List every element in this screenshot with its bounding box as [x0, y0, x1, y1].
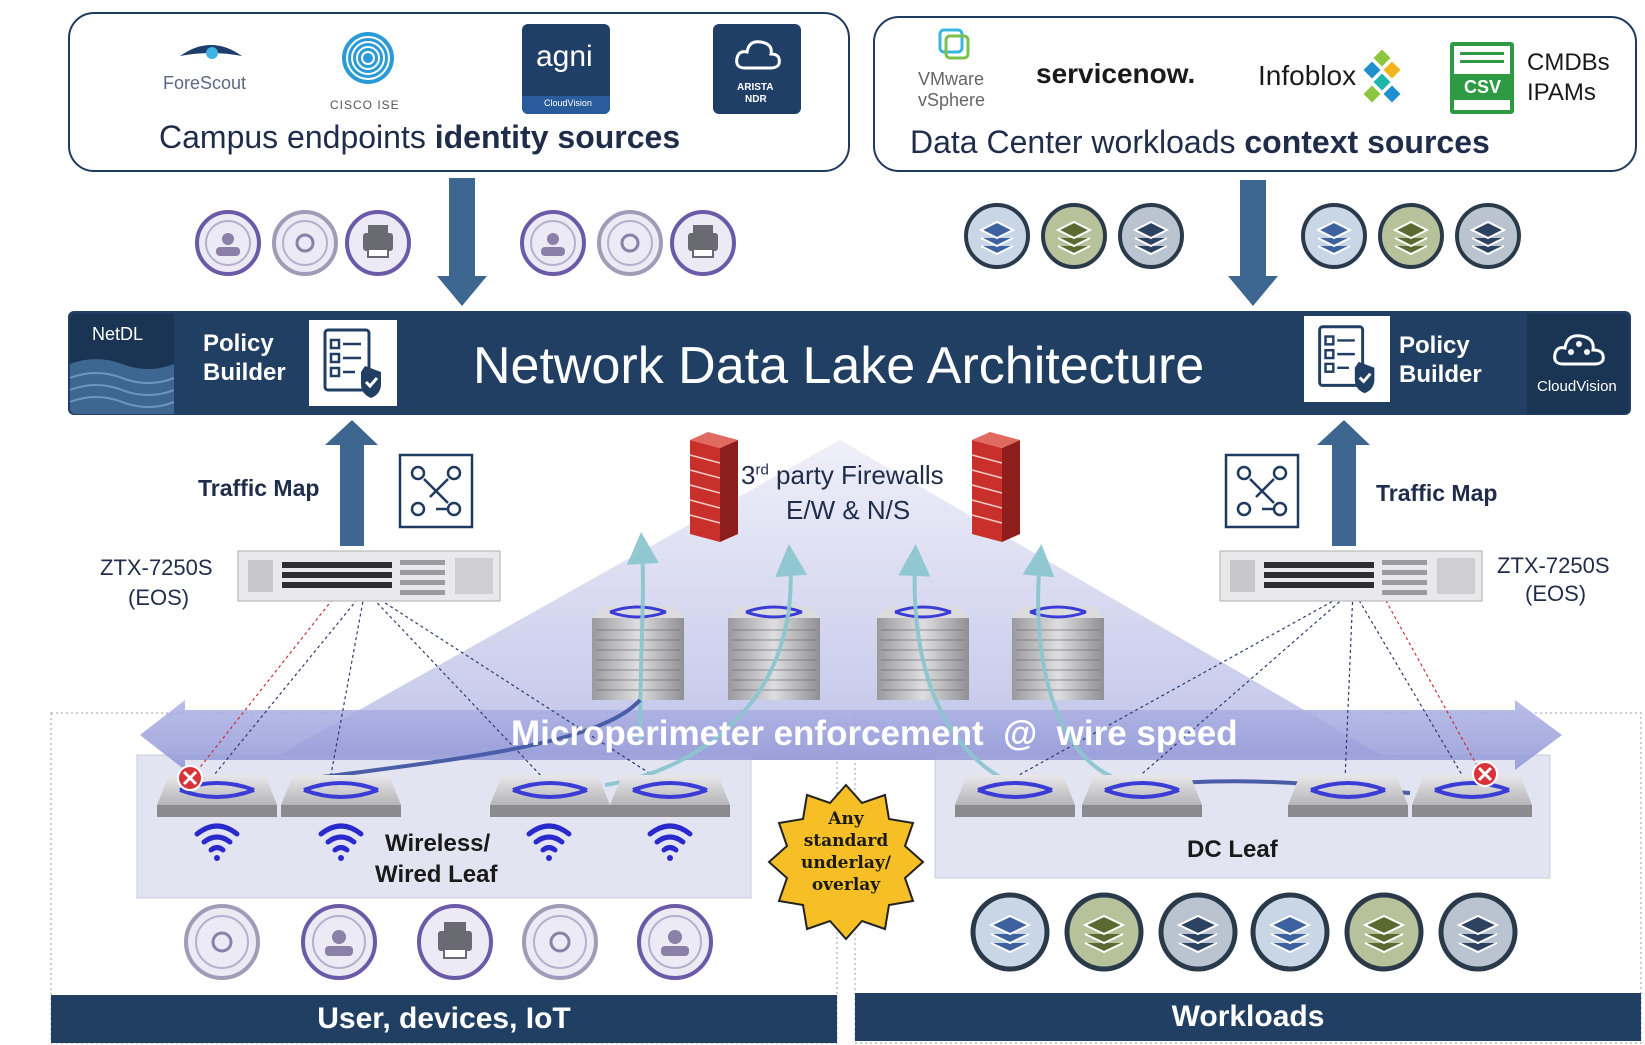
- users-devices-bar: User, devices, IoT: [51, 995, 837, 1043]
- down-arrow-left: [437, 178, 487, 306]
- any-standard-badge-text: Any standard underlay/ overlay: [790, 808, 902, 896]
- firewalls-label-2: E/W & N/S: [786, 495, 911, 525]
- spine-cross-arrows: [609, 605, 1087, 619]
- firewalls-label-sup: rd: [755, 461, 769, 479]
- infoblox-icon: [1363, 50, 1401, 103]
- firewalls-label-1: 3rd party Firewalls: [741, 460, 944, 491]
- firewalls-label-rest: party Firewalls: [768, 460, 944, 490]
- arista-ndr-text-2: NDR: [745, 94, 767, 105]
- ztx-right-label-1: ZTX-7250S: [1497, 553, 1610, 578]
- wireless-leaf-label-2: Wired Leaf: [375, 861, 498, 888]
- arista-ndr-logo: ARISTA NDR: [713, 24, 801, 114]
- cloudvision-logo: CloudVision: [1527, 314, 1629, 414]
- vmware-text-1: VMware: [918, 69, 985, 89]
- workloads-bar: Workloads: [855, 993, 1641, 1041]
- band-title: Network Data Lake Architecture: [473, 337, 1205, 395]
- traffic-map-icon-right: [1224, 453, 1300, 529]
- blocked-marker-right: [1472, 761, 1498, 787]
- firewall-icon-right: [971, 432, 1020, 542]
- dc-leaf-label: DC Leaf: [1187, 836, 1278, 863]
- cloudvision-text: CloudVision: [1537, 378, 1617, 395]
- ztx-left-label-2: (EOS): [128, 585, 190, 610]
- wifi-icons: [194, 823, 693, 861]
- users-devices-label: User, devices, IoT: [317, 1002, 571, 1035]
- cmdb-text-1: CMDBs: [1527, 49, 1610, 76]
- campus-title-bold: identity sources: [434, 119, 681, 155]
- wireless-leaf-label-1: Wireless/: [385, 830, 491, 857]
- badge-line-4: overlay: [811, 875, 881, 895]
- policy-builder-left-2: Builder: [203, 359, 286, 386]
- dc-box-title: Data Center workloads context sources: [910, 124, 1490, 161]
- cloudvision-icon: [1553, 334, 1605, 366]
- policy-builder-left-1: Policy: [203, 330, 274, 357]
- down-arrow-right: [1228, 180, 1278, 306]
- wave-icon: [70, 359, 174, 414]
- endpoint-icons: [184, 210, 736, 980]
- policy-checklist-icon-right: [1304, 316, 1390, 402]
- netdl-logo: NetDL: [70, 314, 174, 414]
- blocked-marker-left: [177, 765, 203, 791]
- cmdb-text-2: IPAMs: [1527, 79, 1596, 106]
- up-arrow-right: [1317, 420, 1370, 546]
- badge-line-1: Any: [828, 809, 864, 829]
- vmware-text-2: vSphere: [918, 90, 986, 110]
- fingerprint-icon: [342, 32, 394, 84]
- badge-line-2: standard: [803, 831, 889, 851]
- csv-text: CSV: [1464, 77, 1502, 97]
- campus-title-plain: Campus endpoints: [159, 119, 435, 155]
- firewalls-label-num: 3: [741, 460, 756, 490]
- leaf-cross-arrows: [179, 781, 1510, 799]
- workloads-label: Workloads: [1171, 1000, 1325, 1033]
- ztx-right-links: [1009, 589, 1486, 781]
- policy-builder-right-2: Builder: [1399, 361, 1482, 388]
- infoblox-logo-text: Infoblox: [1258, 60, 1357, 91]
- forescout-eye-icon: [180, 45, 242, 59]
- microperimeter-label: Microperimeter enforcement @ wire speed: [511, 714, 1238, 753]
- traffic-map-right-label: Traffic Map: [1376, 480, 1498, 506]
- traffic-map-left-label: Traffic Map: [198, 475, 320, 501]
- spine-switch-2: [728, 606, 820, 700]
- netdl-text: NetDL: [92, 324, 144, 344]
- servicenow-logo-text: servicenow.: [1036, 58, 1196, 89]
- ztx-right-label-2: (EOS): [1525, 581, 1587, 606]
- leaf-switches: [157, 775, 1532, 817]
- coverage-triangle: [270, 440, 1390, 760]
- arista-ndr-text-1: ARISTA: [737, 82, 774, 93]
- agni-logo-text: agni: [536, 40, 593, 73]
- any-standard-badge: [767, 783, 925, 941]
- workload-icons: [964, 203, 1521, 972]
- dc-title-plain: Data Center workloads: [910, 124, 1245, 160]
- ztx-appliance-right: [1219, 550, 1483, 602]
- agni-sub-text: CloudVision: [544, 98, 592, 108]
- policy-checklist-icon-left: [309, 320, 397, 406]
- policy-builder-right-1: Policy: [1399, 332, 1470, 359]
- csv-icon: CSV: [1450, 42, 1514, 114]
- forescout-logo-text: ForeScout: [163, 73, 247, 93]
- agni-logo: agni CloudVision: [522, 24, 610, 114]
- cisco-ise-logo-text: CISCO ISE: [330, 98, 400, 112]
- badge-line-3: underlay/: [801, 853, 891, 873]
- ztx-left-label-1: ZTX-7250S: [100, 555, 213, 580]
- ztx-appliance-left: [237, 550, 501, 602]
- campus-box-title: Campus endpoints identity sources: [159, 119, 680, 156]
- spine-switch-4: [1012, 606, 1104, 700]
- firewall-icon-left: [689, 432, 738, 542]
- vmware-icon: [938, 28, 970, 60]
- up-arrow-left: [325, 420, 378, 546]
- traffic-map-icon-left: [398, 453, 474, 529]
- dc-title-bold: context sources: [1244, 124, 1490, 160]
- cloud-icon: [735, 40, 781, 70]
- spine-switch-1: [592, 606, 684, 700]
